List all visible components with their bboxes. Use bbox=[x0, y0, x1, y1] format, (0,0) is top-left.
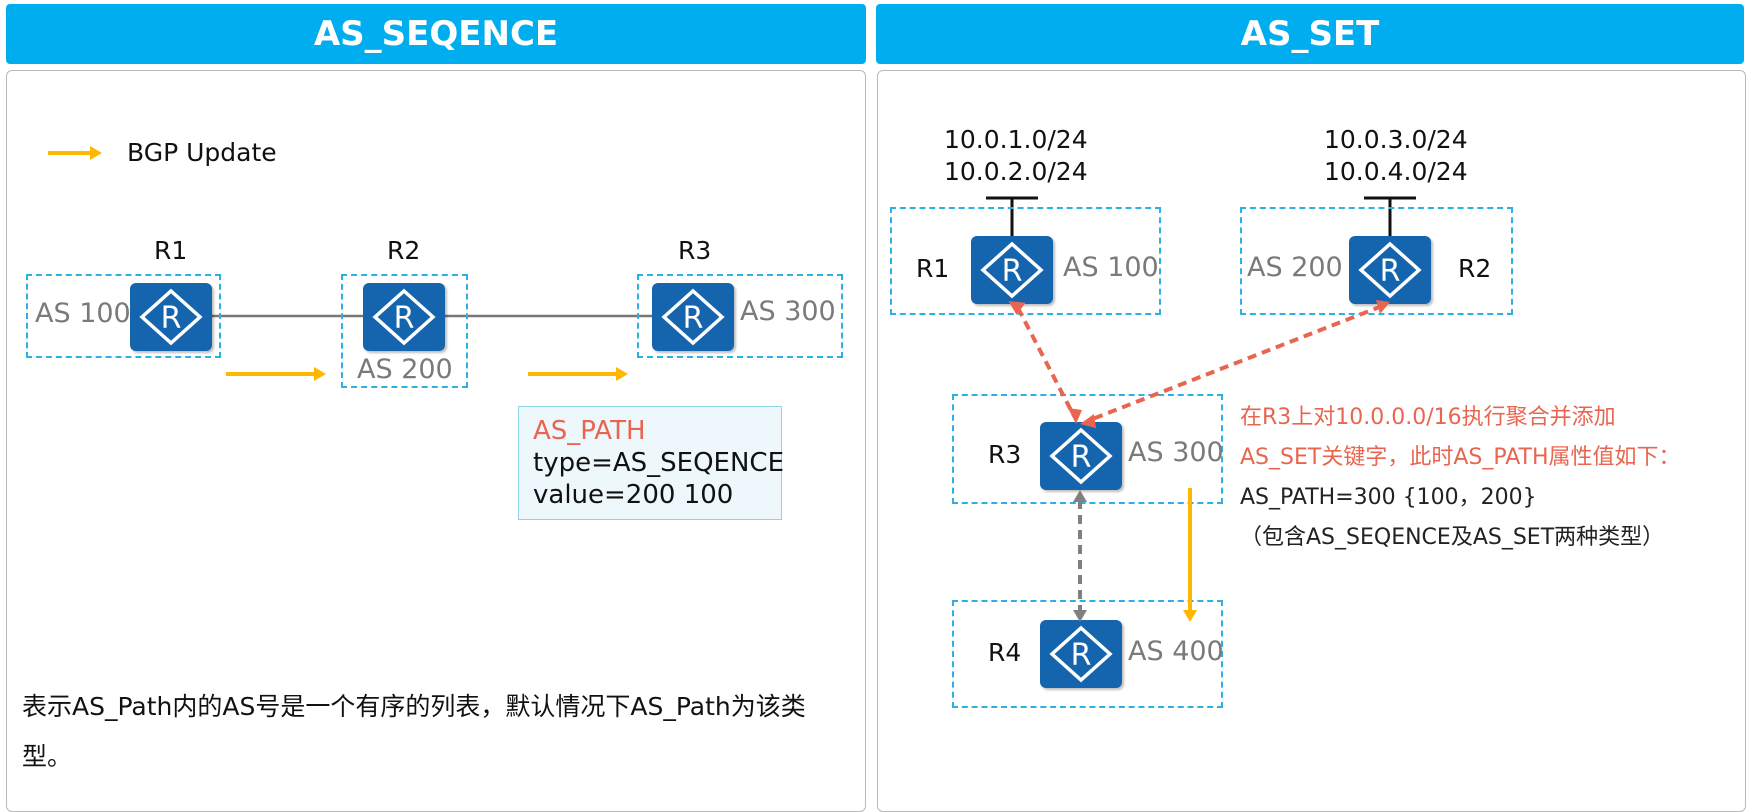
left-r2-label: R2 bbox=[387, 236, 421, 265]
right-as400-label: AS 400 bbox=[1128, 636, 1224, 667]
right-r1-label: R1 bbox=[916, 254, 950, 283]
right-router-r3-icon[interactable]: R bbox=[1040, 422, 1122, 490]
left-as200-box bbox=[341, 274, 468, 388]
svg-text:R: R bbox=[683, 301, 704, 336]
r1-network-1: 10.0.1.0/24 bbox=[944, 125, 1088, 154]
left-as100-label: AS 100 bbox=[35, 298, 131, 329]
r2-networks: 10.0.3.0/24 10.0.4.0/24 bbox=[1324, 124, 1468, 188]
right-as200-label: AS 200 bbox=[1247, 252, 1343, 283]
right-router-r1-icon[interactable]: R bbox=[971, 236, 1053, 304]
svg-text:R: R bbox=[394, 301, 415, 336]
right-router-r4-icon[interactable]: R bbox=[1040, 620, 1122, 688]
note-line-2: AS_SET关键字，此时AS_PATH属性值如下： bbox=[1240, 445, 1681, 470]
left-as200-label: AS 200 bbox=[357, 354, 453, 385]
right-as400-box bbox=[952, 600, 1223, 708]
left-caption: 表示AS_Path内的AS号是一个有序的列表，默认情况下AS_Path为该类型。 bbox=[22, 692, 806, 771]
note-line-1: 在R3上对10.0.0.0/16执行聚合并添加 bbox=[1240, 405, 1616, 430]
left-as100-box bbox=[26, 274, 221, 358]
left-as300-box bbox=[637, 274, 843, 358]
right-r3-label: R3 bbox=[988, 440, 1022, 469]
aggregation-note: 在R3上对10.0.0.0/16执行聚合并添加 AS_SET关键字，此时AS_P… bbox=[1240, 398, 1681, 558]
svg-text:R: R bbox=[1002, 254, 1023, 289]
left-r1-label: R1 bbox=[154, 236, 188, 265]
left-router-r1-icon[interactable]: R bbox=[130, 283, 212, 351]
left-router-r2-icon[interactable]: R bbox=[363, 283, 445, 351]
as-path-heading: AS_PATH bbox=[533, 416, 646, 446]
panel-as-set bbox=[877, 70, 1746, 812]
as-path-value: value=200 100 bbox=[533, 480, 734, 510]
left-r3-label: R3 bbox=[678, 236, 712, 265]
r2-network-1: 10.0.3.0/24 bbox=[1324, 125, 1468, 154]
svg-text:R: R bbox=[161, 301, 182, 336]
r1-network-2: 10.0.2.0/24 bbox=[944, 157, 1088, 186]
header-as-seqence: AS_SEQENCE bbox=[6, 4, 866, 64]
right-r4-label: R4 bbox=[988, 638, 1022, 667]
r1-networks: 10.0.1.0/24 10.0.2.0/24 bbox=[944, 124, 1088, 188]
left-as300-label: AS 300 bbox=[740, 296, 836, 327]
legend-label: BGP Update bbox=[127, 138, 277, 167]
r2-network-2: 10.0.4.0/24 bbox=[1324, 157, 1468, 186]
svg-text:R: R bbox=[1071, 638, 1092, 673]
right-router-r2-icon[interactable]: R bbox=[1349, 236, 1431, 304]
right-as300-box bbox=[952, 394, 1223, 504]
as-path-type: type=AS_SEQENCE bbox=[533, 448, 785, 478]
header-as-set: AS_SET bbox=[876, 4, 1744, 64]
as-path-box: AS_PATH type=AS_SEQENCE value=200 100 bbox=[518, 406, 785, 520]
right-as100-label: AS 100 bbox=[1063, 252, 1159, 283]
svg-text:R: R bbox=[1380, 254, 1401, 289]
right-as300-label: AS 300 bbox=[1128, 437, 1224, 468]
note-line-4: （包含AS_SEQENCE及AS_SET两种类型） bbox=[1240, 525, 1665, 550]
left-router-r3-icon[interactable]: R bbox=[652, 283, 734, 351]
right-r2-label: R2 bbox=[1458, 254, 1492, 283]
note-line-3: AS_PATH=300 {100，200} bbox=[1240, 485, 1537, 510]
svg-text:R: R bbox=[1071, 440, 1092, 475]
